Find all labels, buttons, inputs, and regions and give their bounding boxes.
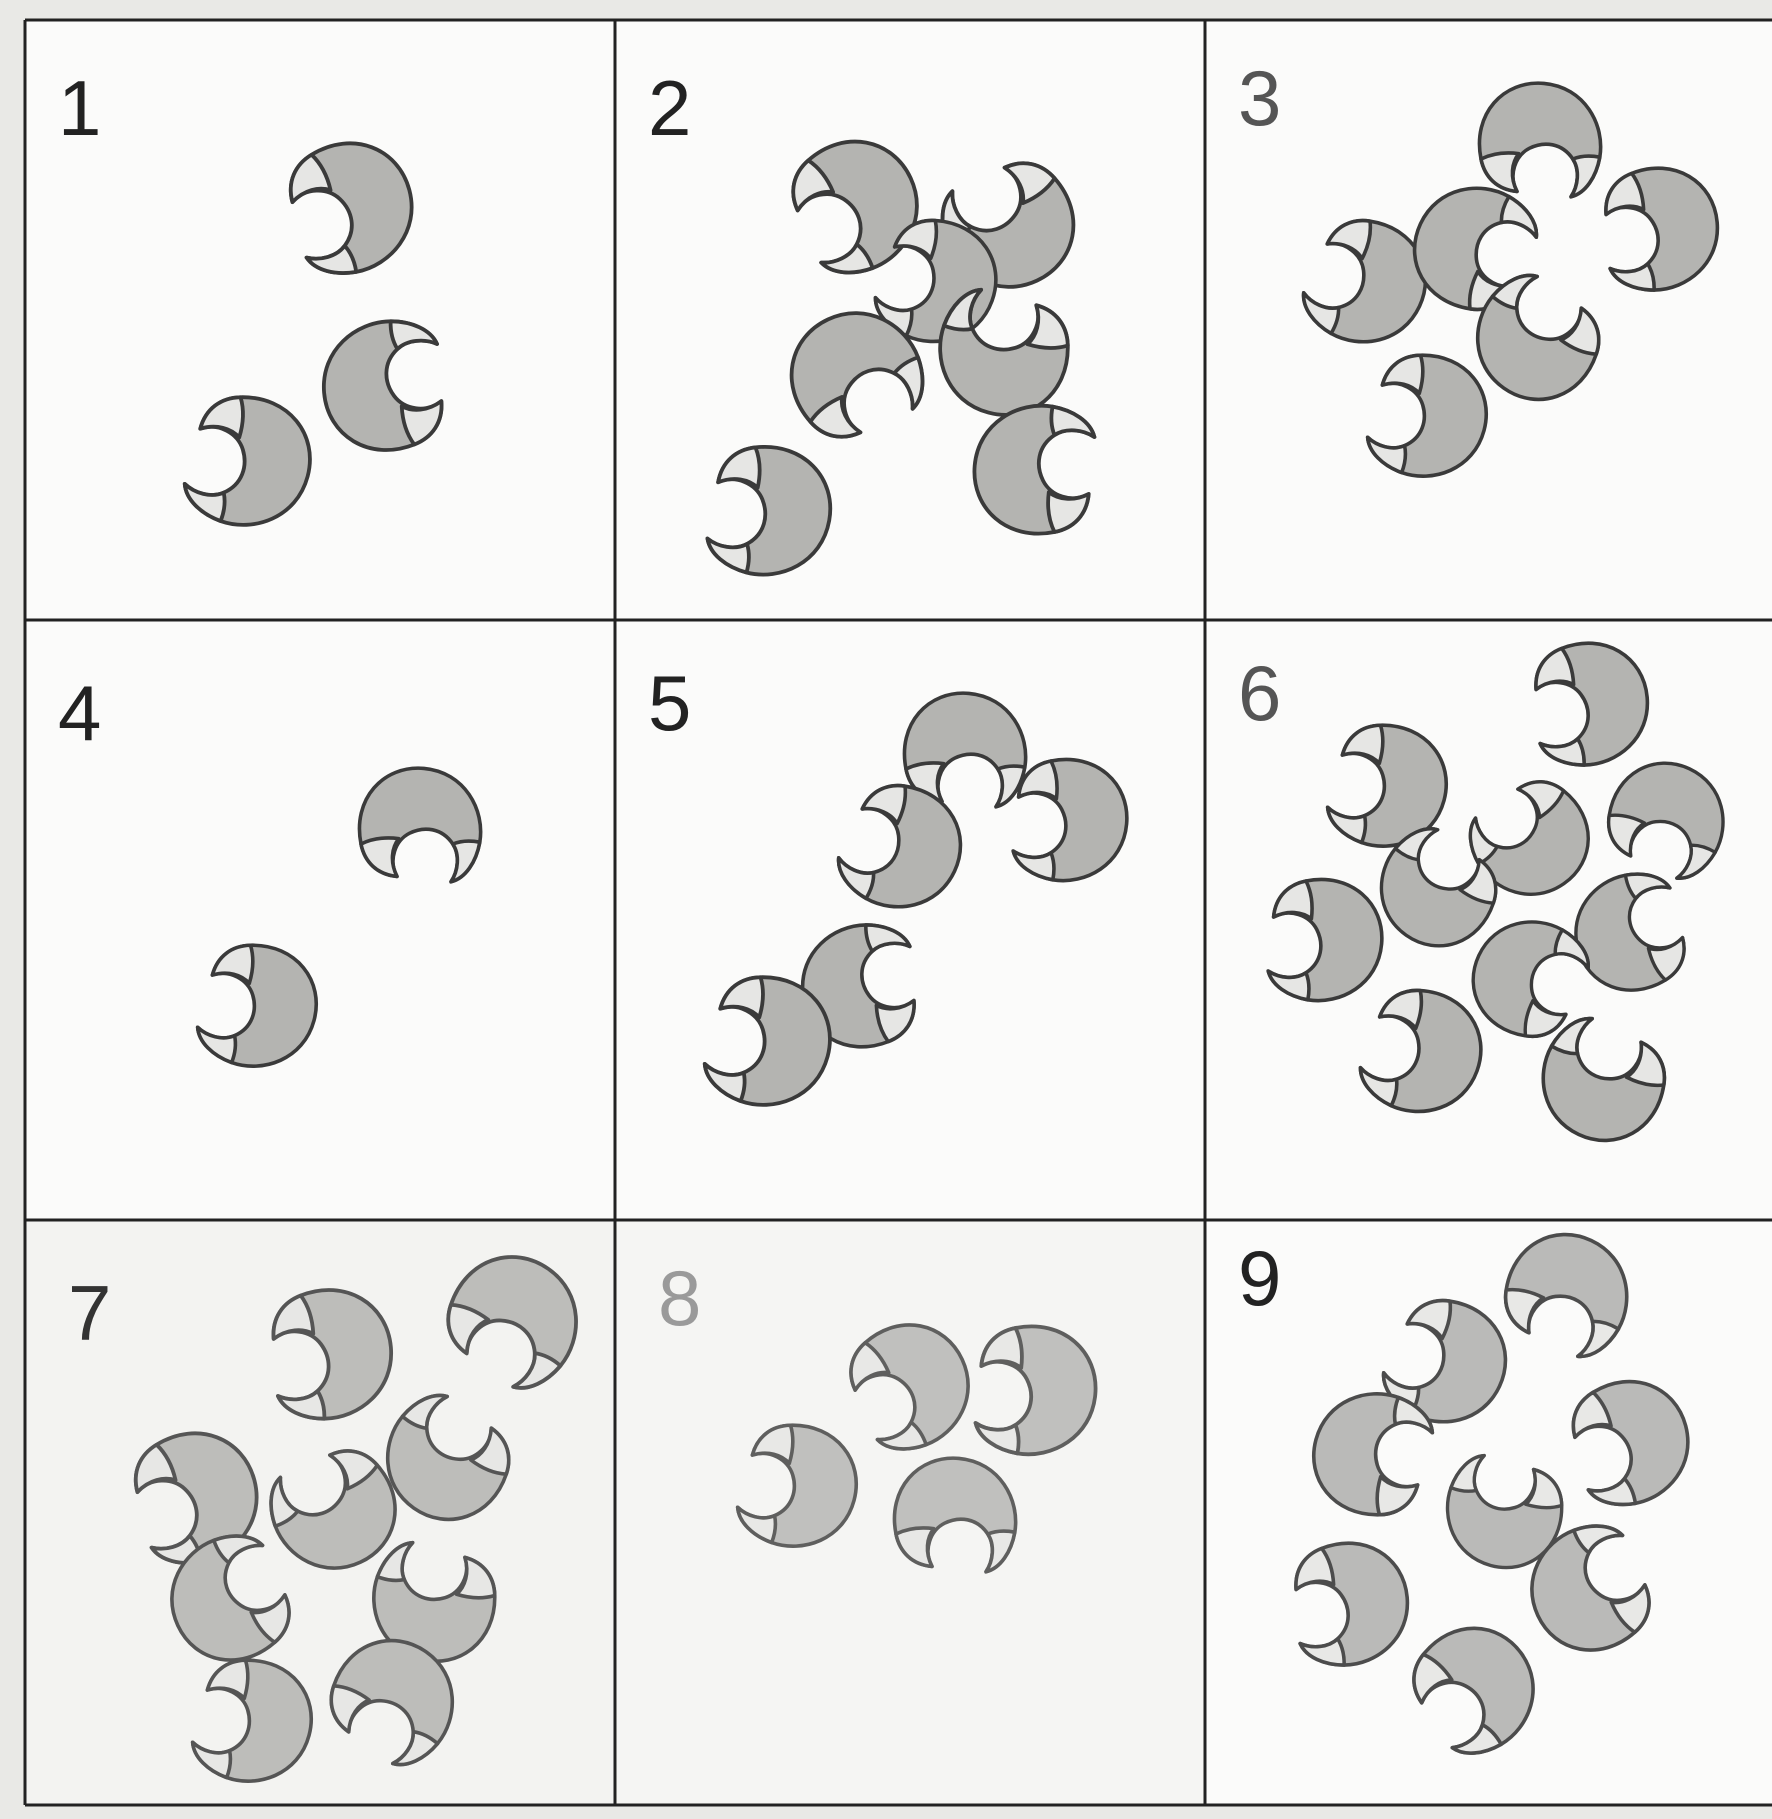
cell-label-7: 7	[68, 1269, 111, 1357]
cell-4-area	[25, 620, 615, 1220]
cell-6-area	[1205, 620, 1772, 1220]
cell-label-3: 3	[1238, 54, 1281, 142]
cell-label-5: 5	[648, 659, 691, 747]
cell-label-4: 4	[58, 669, 101, 757]
cell-5-area	[615, 620, 1205, 1220]
cell-label-2: 2	[648, 64, 691, 152]
cell-label-9: 9	[1238, 1234, 1281, 1322]
cell-label-6: 6	[1238, 649, 1281, 737]
cell-1-area	[25, 20, 615, 620]
cell-label-8: 8	[658, 1254, 701, 1342]
cell-label-1: 1	[58, 64, 101, 152]
